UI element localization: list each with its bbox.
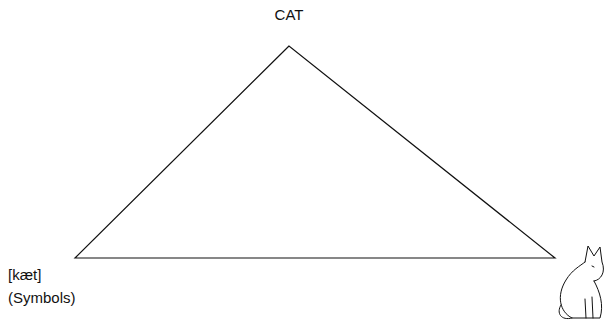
symbol-label: (Symbols) (8, 289, 76, 307)
concept-label: CAT (275, 6, 304, 24)
cat-drawing (559, 246, 603, 319)
triangle-outline (75, 46, 555, 258)
symbol-label: [kæt] (8, 266, 41, 284)
